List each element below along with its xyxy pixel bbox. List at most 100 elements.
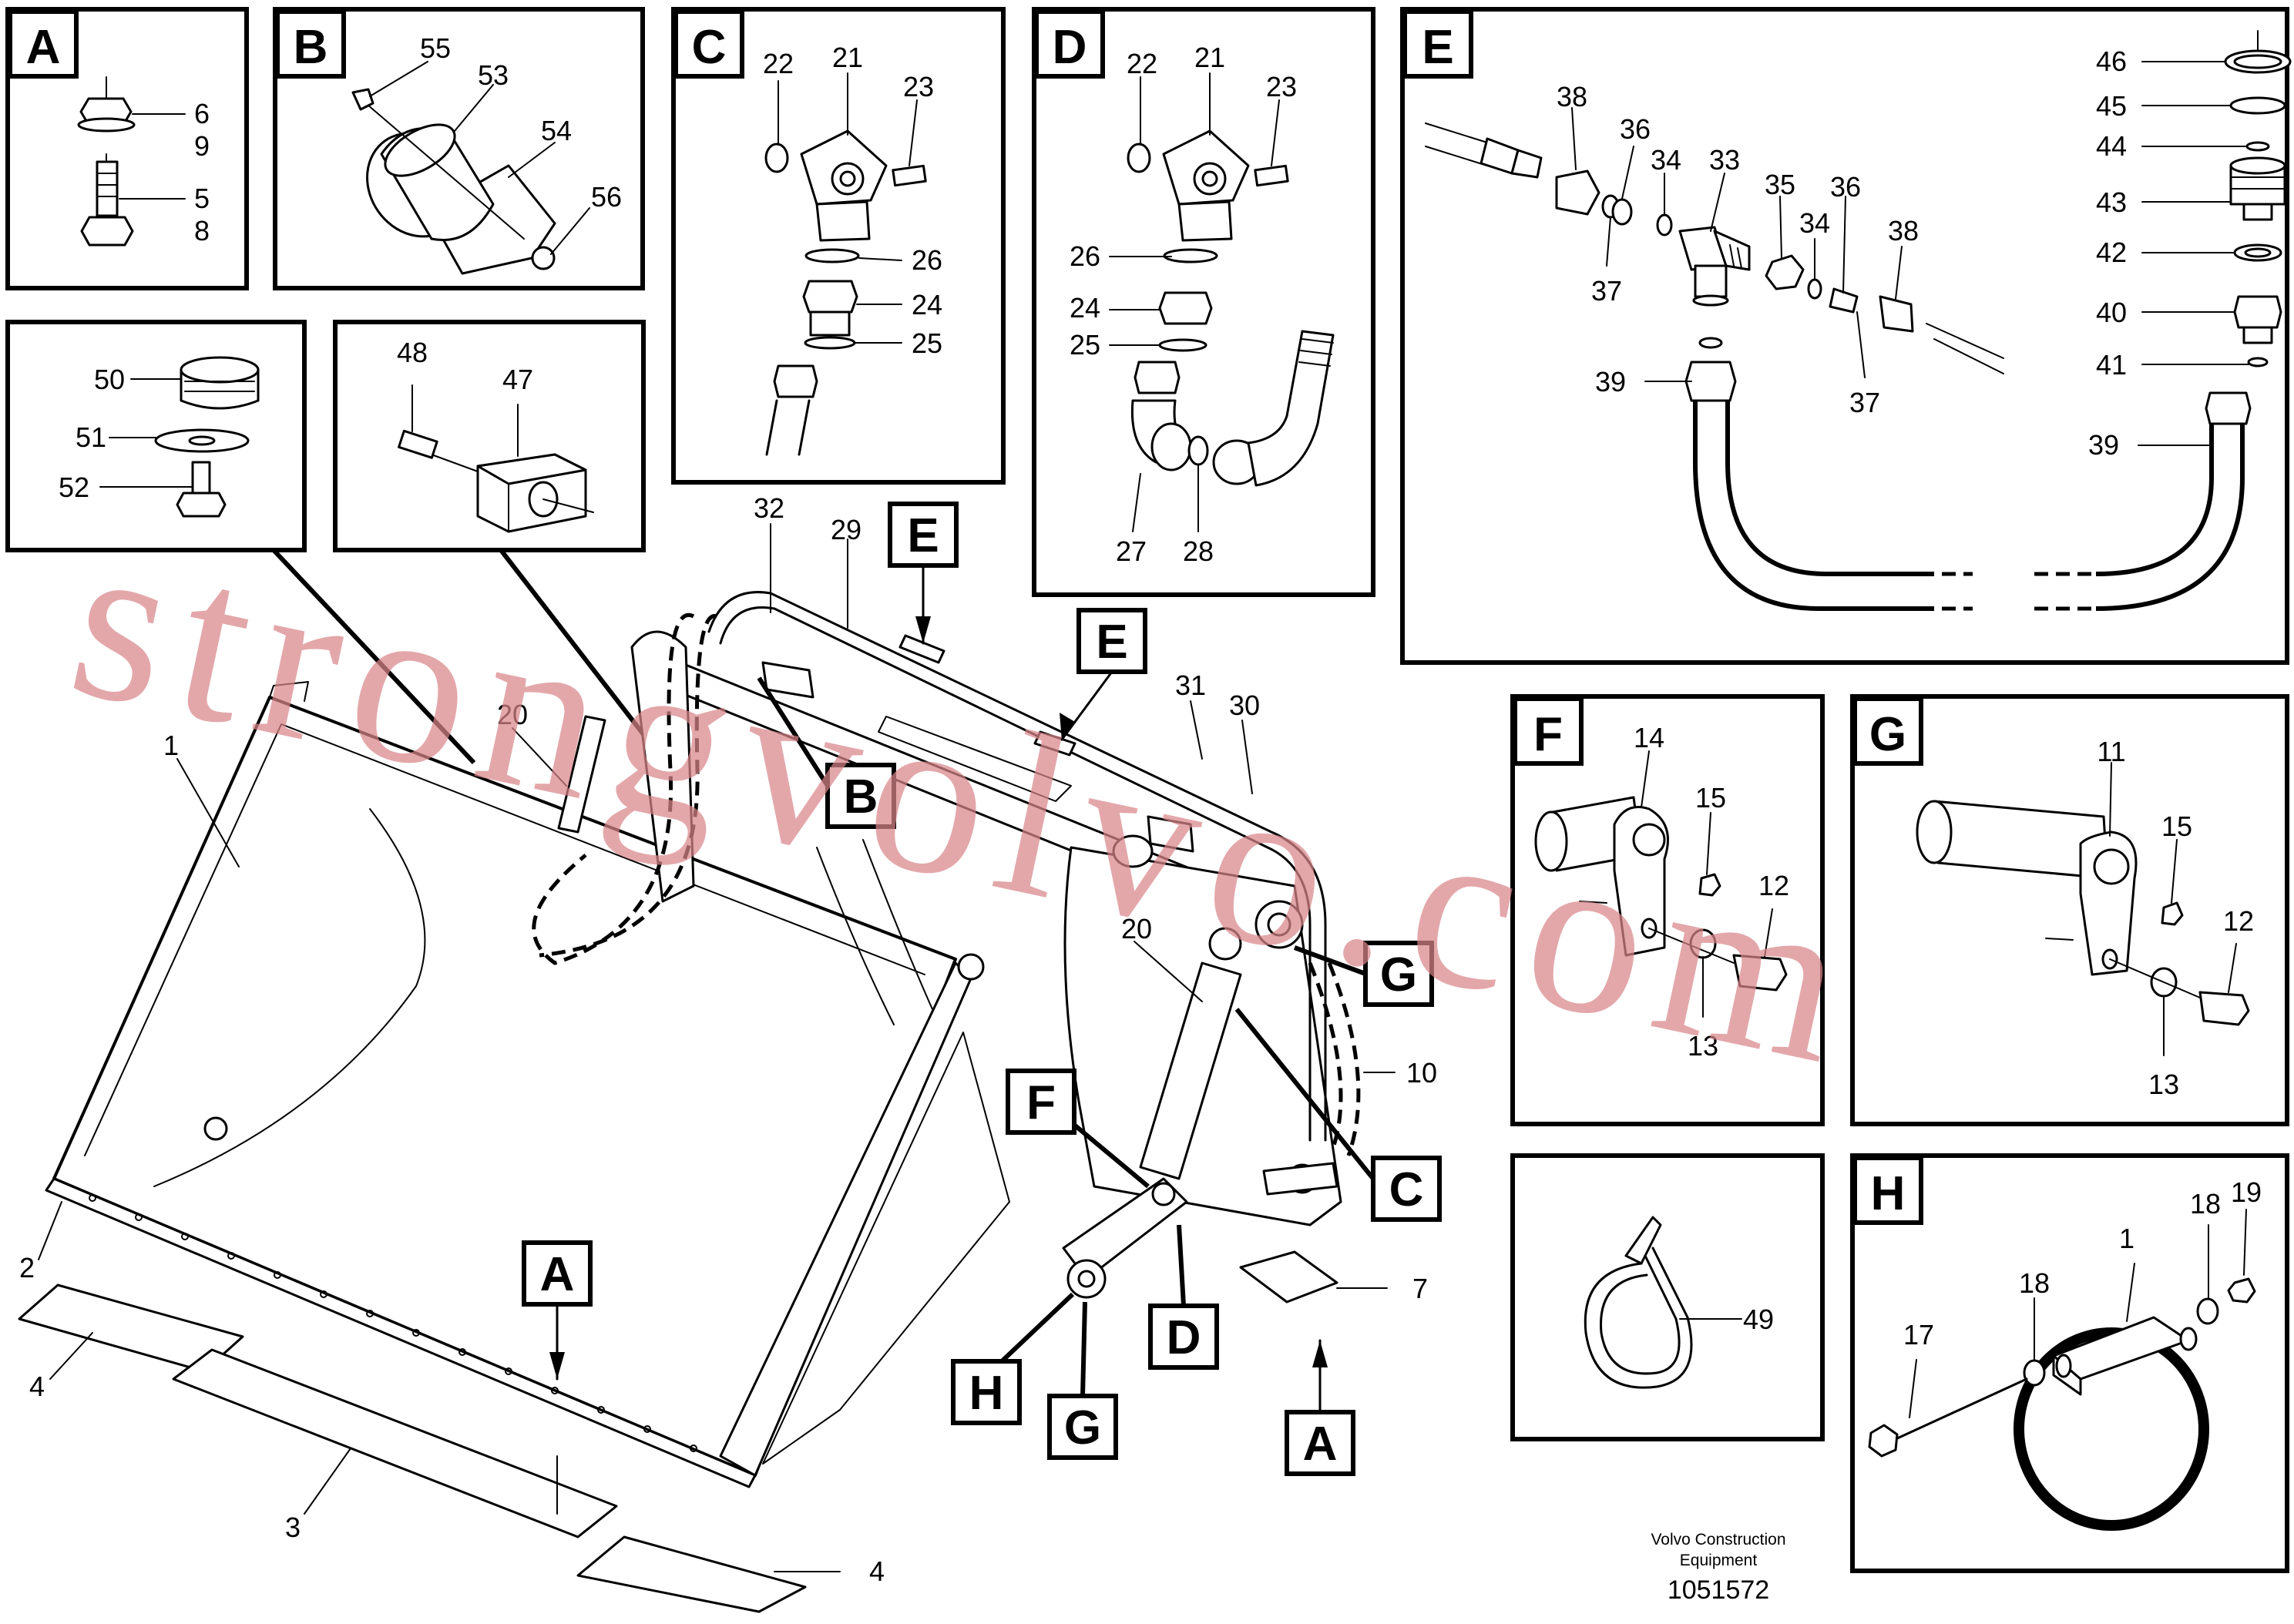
- svg-text:50: 50: [94, 364, 125, 395]
- svg-text:22: 22: [1127, 48, 1157, 79]
- svg-text:A: A: [540, 1248, 575, 1301]
- maker-line-2: Equipment: [1680, 1552, 1758, 1569]
- svg-text:A: A: [1303, 1418, 1338, 1471]
- svg-text:H: H: [1871, 1167, 1906, 1220]
- svg-text:D: D: [1167, 1311, 1201, 1364]
- svg-text:9: 9: [194, 130, 210, 162]
- svg-text:19: 19: [2231, 1176, 2262, 1208]
- svg-text:53: 53: [478, 59, 509, 91]
- svg-text:15: 15: [1695, 782, 1726, 814]
- detail-c-tag: C: [692, 21, 727, 74]
- flange-cap-icon: [351, 88, 556, 275]
- bolt-icon: [80, 153, 134, 247]
- svg-text:E: E: [1096, 616, 1127, 669]
- svg-text:F: F: [1026, 1076, 1056, 1129]
- svg-text:18: 18: [2019, 1267, 2050, 1299]
- detail-d-panel: D 22 21 23: [1032, 7, 1375, 597]
- svg-text:24: 24: [1070, 292, 1100, 324]
- svg-text:48: 48: [397, 337, 428, 368]
- svg-text:15: 15: [2161, 810, 2192, 842]
- svg-text:17: 17: [1903, 1319, 1934, 1351]
- svg-text:32: 32: [754, 492, 784, 524]
- svg-text:1: 1: [2119, 1223, 2134, 1254]
- svg-text:E: E: [907, 509, 939, 562]
- detail-c-panel: C 22 21 23 26 24 25: [671, 7, 1006, 485]
- svg-text:4: 4: [869, 1555, 885, 1587]
- svg-text:18: 18: [2190, 1188, 2221, 1220]
- detail-plug-panel: 50 51 52: [5, 320, 307, 552]
- svg-text:28: 28: [1183, 535, 1214, 567]
- svg-text:21: 21: [1194, 42, 1225, 73]
- svg-text:6: 6: [194, 98, 210, 129]
- svg-text:36: 36: [1830, 171, 1861, 203]
- svg-text:G: G: [1869, 708, 1906, 761]
- main-location-tags: E E B G C F D H G A: [522, 502, 1442, 1515]
- svg-text:14: 14: [1634, 722, 1664, 753]
- svg-text:12: 12: [1758, 870, 1789, 901]
- svg-text:37: 37: [1849, 387, 1880, 418]
- svg-text:44: 44: [2096, 130, 2127, 162]
- svg-text:43: 43: [2096, 186, 2127, 218]
- svg-text:G: G: [1064, 1401, 1101, 1455]
- detail-b-tag: B: [294, 21, 328, 74]
- svg-text:36: 36: [1620, 113, 1651, 145]
- detail-b-panel: B 55 53 54 56: [273, 7, 645, 290]
- svg-text:45: 45: [2096, 90, 2127, 122]
- svg-text:G: G: [1380, 948, 1417, 1002]
- svg-text:B: B: [844, 770, 878, 824]
- detail-d-tag: D: [1053, 21, 1087, 74]
- svg-text:3: 3: [285, 1512, 301, 1543]
- hose-clamp-icon: [1868, 1277, 2256, 1531]
- svg-text:46: 46: [2096, 45, 2127, 77]
- svg-text:33: 33: [1709, 144, 1740, 176]
- svg-text:26: 26: [912, 244, 942, 276]
- svg-text:52: 52: [59, 471, 89, 503]
- svg-text:23: 23: [903, 71, 934, 102]
- svg-text:24: 24: [912, 289, 942, 320]
- svg-text:F: F: [1533, 708, 1563, 761]
- svg-text:10: 10: [1406, 1057, 1437, 1089]
- detail-f-panel: F 14 15 12 13: [1510, 694, 1825, 1126]
- svg-text:26: 26: [1070, 240, 1100, 272]
- pivot-pin-icon: [1916, 800, 2250, 1026]
- svg-text:54: 54: [541, 115, 572, 146]
- svg-text:11: 11: [2097, 736, 2125, 767]
- flange-nut-icon: [77, 76, 136, 133]
- svg-text:4: 4: [29, 1371, 45, 1402]
- svg-text:55: 55: [420, 32, 451, 64]
- svg-text:35: 35: [1765, 169, 1795, 200]
- svg-text:40: 40: [2096, 297, 2127, 328]
- clamp-block-icon: [398, 429, 594, 533]
- bucket-assembly: [18, 591, 1361, 1613]
- svg-text:12: 12: [2223, 905, 2254, 937]
- svg-text:29: 29: [831, 514, 862, 545]
- detail-a-tag: A: [26, 21, 61, 74]
- svg-text:41: 41: [2096, 349, 2127, 381]
- pivot-pin-icon: [1534, 796, 1788, 992]
- detail-a-panel: A 6 9 5 8: [5, 7, 249, 290]
- detail-e-tag: E: [1422, 21, 1453, 74]
- svg-text:31: 31: [1175, 669, 1206, 701]
- svg-text:34: 34: [1651, 144, 1681, 176]
- svg-text:39: 39: [1595, 366, 1626, 398]
- wear-plate-icon: [18, 1283, 807, 1613]
- svg-text:5: 5: [194, 183, 210, 214]
- detail-h-panel: H 17 18 1 18 19: [1850, 1153, 2289, 1573]
- svg-text:1: 1: [163, 730, 179, 761]
- svg-text:13: 13: [1688, 1030, 1718, 1062]
- svg-text:21: 21: [832, 42, 863, 73]
- cable-tie-icon: [1584, 1216, 1693, 1389]
- detail-tie-panel: 49: [1510, 1153, 1825, 1441]
- svg-text:13: 13: [2148, 1069, 2179, 1100]
- drawing-footer: Volvo Construction Equipment 1051572: [1651, 1531, 1785, 1605]
- svg-text:56: 56: [591, 181, 622, 213]
- elbow-fitting-icon: [1127, 129, 1335, 487]
- swivel-fitting-icon: [764, 129, 927, 456]
- svg-text:34: 34: [1799, 207, 1830, 239]
- main-leaders: [38, 523, 1396, 1572]
- plug-washer-bolt-icon: [154, 356, 260, 518]
- svg-text:25: 25: [912, 327, 942, 359]
- svg-text:2: 2: [19, 1252, 35, 1283]
- svg-text:38: 38: [1557, 81, 1587, 112]
